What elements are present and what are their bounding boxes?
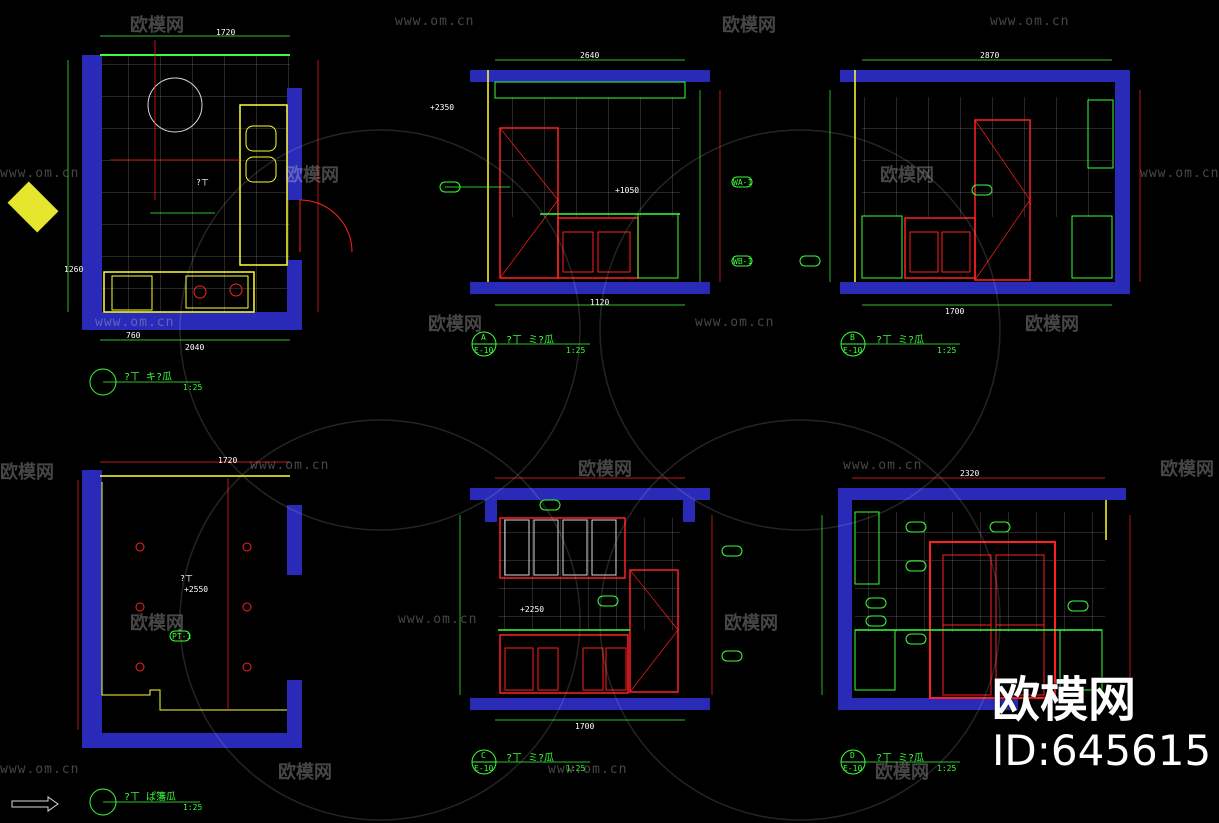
plan-title: ?ㄒ キ?瓜 <box>124 372 173 383</box>
watermark-brand: 欧模网 <box>428 314 482 335</box>
watermark-url: www.om.cn <box>990 14 1070 29</box>
watermark-url: www.om.cn <box>0 166 80 181</box>
elevation-b-title: ?ㄒ ミ?瓜 <box>876 335 925 346</box>
elevation-c <box>459 477 743 775</box>
ceiling-room-label: ?ㄒ <box>180 574 193 583</box>
brand-logo-text: 欧模网 <box>992 672 1137 728</box>
elevation-a-counter-label: +1050 <box>615 186 640 195</box>
watermark-brand: 欧模网 <box>130 15 184 36</box>
ceiling-title: ?ㄒ ぱ籓瓜 <box>124 792 177 803</box>
watermark-url: www.om.cn <box>0 762 80 777</box>
elevation-d-sheet: E-10 <box>843 764 863 773</box>
watermark-url: www.om.cn <box>695 315 775 330</box>
plan-top-dim: 1720 <box>216 28 236 37</box>
watermark-url: www.om.cn <box>95 315 175 330</box>
ceiling-scale: 1:25 <box>183 803 203 812</box>
watermark-url: www.om.cn <box>250 458 330 473</box>
watermark-brand: 欧模网 <box>880 165 934 186</box>
watermark-brand: 欧模网 <box>1160 459 1214 480</box>
elevation-b-width-dim: 2870 <box>980 51 1000 60</box>
watermark-brand: 欧模网 <box>722 15 776 36</box>
elevation-a-mark: A <box>481 333 486 342</box>
ceiling-tag: PT-1 <box>172 632 192 641</box>
watermark-url: www.om.cn <box>398 612 478 627</box>
ceiling-top-dim: 1720 <box>218 456 238 465</box>
ceiling-plan <box>11 461 302 816</box>
elevation-b-mark: B <box>850 333 855 342</box>
cad-drawing-sheet <box>7 35 1141 821</box>
elevation-c-level-label: +2250 <box>520 605 545 614</box>
elevation-b-sheet: E-10 <box>843 346 863 355</box>
watermark-brand: 欧模网 <box>1025 314 1079 335</box>
watermark-arcs <box>179 129 1001 821</box>
watermark-brand: 欧模网 <box>578 459 632 480</box>
elevation-c-title: ?ㄒ ミ?瓜 <box>506 753 555 764</box>
elevation-a-sheet: E-10 <box>474 346 494 355</box>
elevation-c-sheet: E-10 <box>474 764 494 773</box>
plan-right-dim: 1260 <box>64 265 84 274</box>
watermark-brand: 欧模网 <box>875 762 929 783</box>
watermark-url: www.om.cn <box>843 458 923 473</box>
watermark-brand: 欧模网 <box>724 613 778 634</box>
watermark-brand: 欧模网 <box>0 462 54 483</box>
watermark-url: www.om.cn <box>548 762 628 777</box>
elevation-c-width-dim: 1700 <box>575 722 595 731</box>
elevation-d-title: ?ㄒ ミ?瓜 <box>876 753 925 764</box>
elevation-d-scale: 1:25 <box>937 764 957 773</box>
watermark-brand: 欧模网 <box>285 165 339 186</box>
plan-left-dim: 760 <box>126 331 141 340</box>
elevation-c-scale: 1:25 <box>566 764 586 773</box>
elevation-a-width-dim: 2640 <box>580 51 600 60</box>
elevation-c-mark: C <box>481 751 486 760</box>
ceiling-height-label: +2550 <box>184 585 209 594</box>
watermark-url: www.om.cn <box>395 14 475 29</box>
plan-scale: 1:25 <box>183 383 203 392</box>
plan-width-dim: 2040 <box>185 343 205 352</box>
elevation-a <box>439 59 753 357</box>
elevation-a-wall-tag: WA-1 <box>733 178 753 187</box>
elevation-a-scale: 1:25 <box>566 346 586 355</box>
watermark-brand: 欧模网 <box>278 762 332 783</box>
watermark-url: www.om.cn <box>1140 166 1219 181</box>
elevation-b-bottom-dim: 1700 <box>945 307 965 316</box>
elevation-a-level-label: +2350 <box>430 103 455 112</box>
kitchen-floor-plan <box>7 35 353 396</box>
elevation-d-mark: D <box>850 751 855 760</box>
plan-room-label: ?ㄒ <box>196 178 209 187</box>
elevation-a-bottom-dim: 1120 <box>590 298 610 307</box>
elevation-a-title: ?ㄒ ミ?瓜 <box>506 335 555 346</box>
elevation-a-floor-tag: WB-1 <box>733 257 753 266</box>
elevation-b-scale: 1:25 <box>937 346 957 355</box>
watermark-brand: 欧模网 <box>130 613 184 634</box>
elevation-d <box>821 477 1131 775</box>
elevation-b <box>799 59 1141 357</box>
model-id-label: ID:645615 <box>992 726 1212 775</box>
elevation-d-width-dim: 2320 <box>960 469 980 478</box>
